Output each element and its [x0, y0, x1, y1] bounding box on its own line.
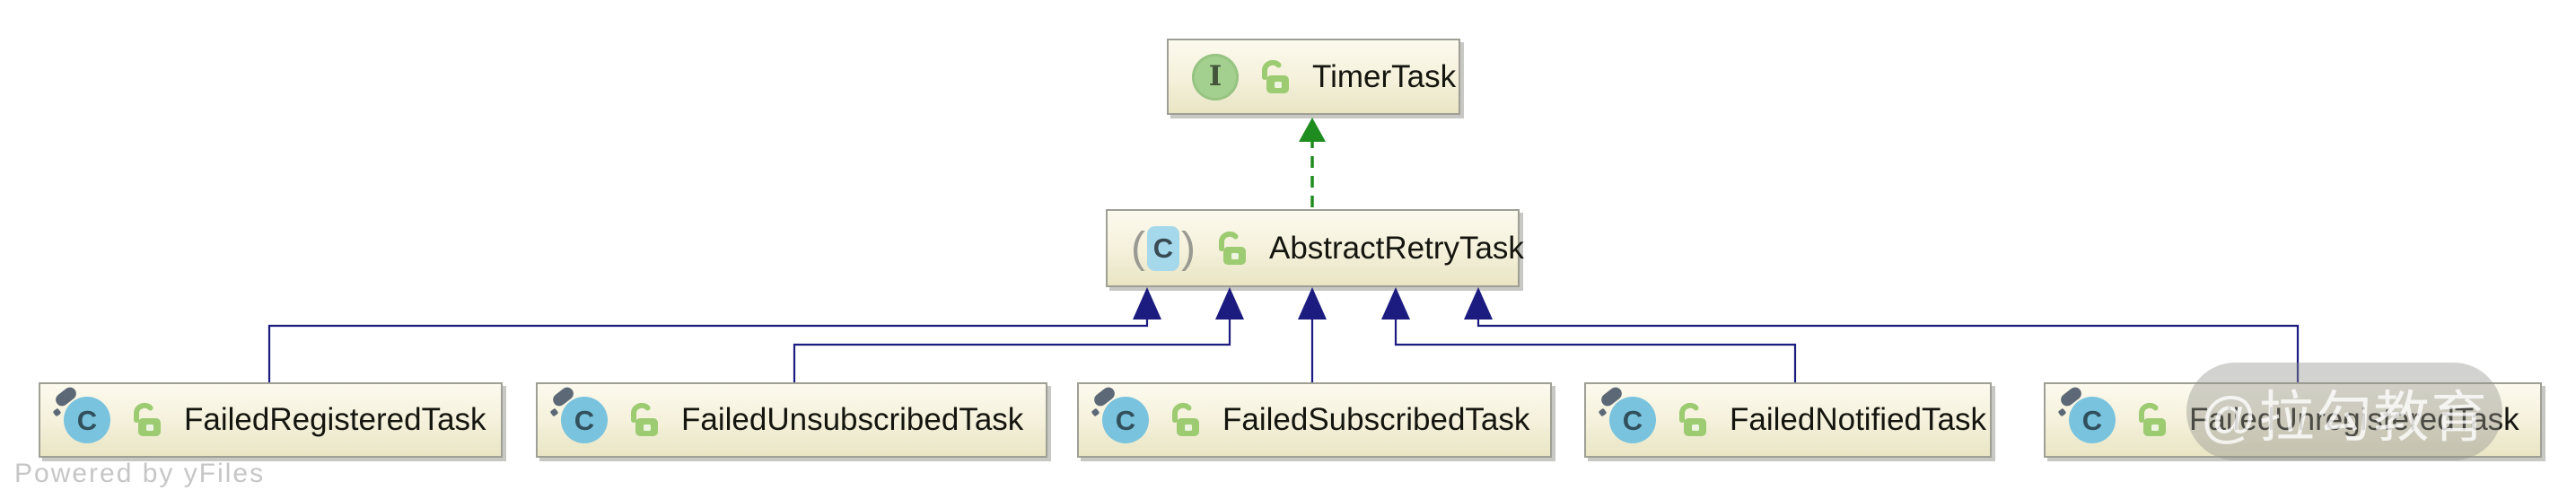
- public-lock-icon: [1172, 402, 1199, 436]
- public-lock-icon: [631, 402, 658, 436]
- class-icon: C: [549, 384, 608, 443]
- class-icon: C: [1091, 384, 1149, 443]
- class-node-failed-notified-task[interactable]: C FailedNotifiedTask: [1584, 382, 1992, 458]
- public-lock-icon: [1218, 231, 1246, 265]
- class-icon: C: [2057, 384, 2116, 443]
- node-label-failed-registered-task: FailedRegisteredTask: [184, 402, 486, 437]
- class-pin-dot: [1598, 407, 1608, 417]
- class-node-failed-registered-task[interactable]: C FailedRegisteredTask: [39, 382, 503, 458]
- class-icon: C: [52, 384, 110, 443]
- public-lock-icon: [134, 402, 161, 436]
- class-pin-dot: [1091, 407, 1100, 417]
- class-node-failed-unsubscribed-task[interactable]: C FailedUnsubscribedTask: [536, 382, 1047, 458]
- node-label-failed-subscribed-task: FailedSubscribedTask: [1222, 402, 1530, 437]
- yfiles-watermark: Powered by yFiles: [14, 459, 266, 488]
- node-label-abstract-retry-task: AbstractRetryTask: [1268, 230, 1524, 266]
- public-lock-icon: [1262, 59, 1289, 93]
- public-lock-icon: [1679, 402, 1706, 436]
- public-lock-icon: [2139, 402, 2166, 436]
- class-pin-dot: [549, 407, 559, 417]
- class-pin-dot: [2057, 407, 2067, 417]
- node-label-failed-notified-task: FailedNotifiedTask: [1730, 402, 1986, 437]
- lagou-watermark-text: @拉勾教育: [2200, 386, 2489, 449]
- class-node-abstract-retry-task[interactable]: (C) AbstractRetryTask: [1106, 209, 1524, 287]
- class-icon: C: [1598, 384, 1656, 443]
- class-node-timer-task[interactable]: I TimerTask: [1167, 39, 1460, 115]
- node-label-timer-task: TimerTask: [1312, 58, 1457, 94]
- lagou-watermark: @拉勾教育: [2186, 363, 2502, 460]
- node-label-failed-unregistered-task: FailedUnregisteredTask: [2189, 402, 2519, 437]
- abstract-class-icon: (C): [1131, 223, 1196, 272]
- interface-icon: I: [1192, 53, 1239, 101]
- class-pin-dot: [52, 407, 62, 417]
- node-label-failed-unsubscribed-task: FailedUnsubscribedTask: [681, 402, 1024, 437]
- class-node-failed-unregistered-task[interactable]: C FailedUnregisteredTask: [2044, 382, 2542, 458]
- class-node-failed-subscribed-task[interactable]: C FailedSubscribedTask: [1077, 382, 1552, 458]
